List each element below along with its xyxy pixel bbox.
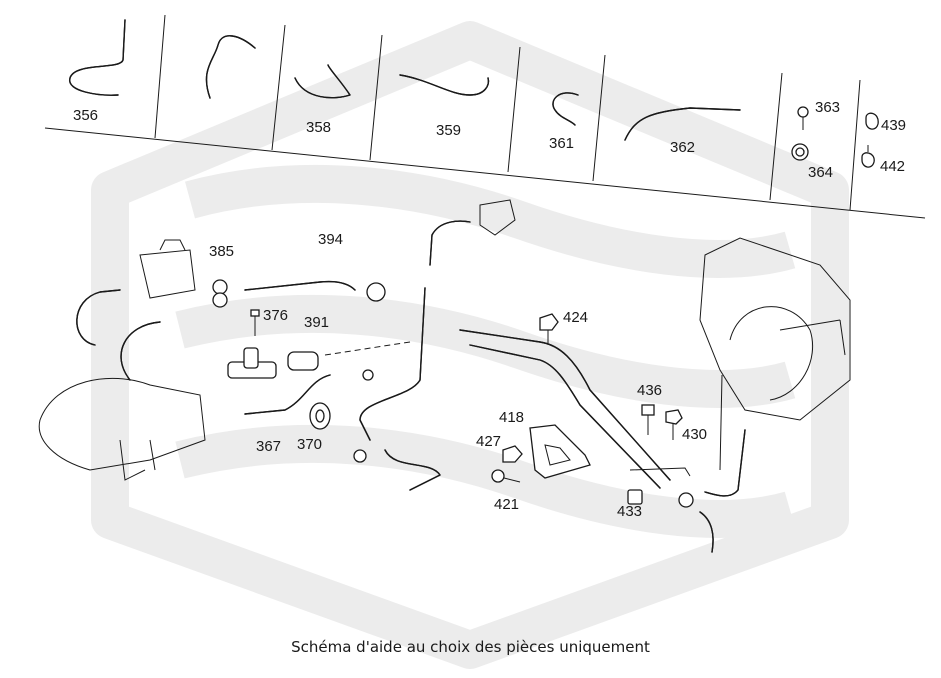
label-436: 436 [637,382,662,399]
label-356: 356 [73,107,98,124]
part-359-hose[interactable] [399,74,490,96]
diagram-caption: Schéma d'aide au choix des pièces unique… [291,638,650,656]
label-358: 358 [306,119,331,136]
label-394: 394 [318,231,343,248]
part-370-grommet[interactable] [309,402,331,430]
part-433-spacer[interactable] [627,489,643,505]
label-433: 433 [617,503,642,520]
label-363: 363 [815,99,840,116]
part-362-hose[interactable] [624,107,741,141]
top-panel-frame [44,14,926,219]
part-labels: 356 358 359 361 362 363 364 439 442 394 … [73,99,906,520]
right-hoses[interactable] [678,429,746,553]
part-424-bolt[interactable] [539,313,559,345]
part-358-hose[interactable] [294,64,351,99]
part-394-hose[interactable] [244,280,386,302]
part-364-clamp[interactable] [791,143,809,161]
part-421-bolt[interactable] [491,469,521,483]
label-361: 361 [549,135,574,152]
label-391: 391 [304,314,329,331]
label-362: 362 [670,139,695,156]
label-439: 439 [881,117,906,134]
label-442: 442 [880,158,905,175]
label-421: 421 [494,496,519,513]
label-370: 370 [297,436,322,453]
label-424: 424 [563,309,588,326]
engine-left-assembly [38,239,206,481]
label-427: 427 [476,433,501,450]
label-367: 367 [256,438,281,455]
part-430-bolt[interactable] [665,409,683,440]
label-364: 364 [808,164,833,181]
label-359: 359 [436,122,461,139]
watermark-logo [91,21,849,669]
label-385: 385 [209,243,234,260]
long-coolant-pipes[interactable] [459,329,691,489]
part-385-clamp[interactable] [212,279,228,308]
part-436-bolt[interactable] [641,404,655,435]
part-357-hose[interactable] [205,35,256,99]
label-418: 418 [499,409,524,426]
engine-right-block [699,237,851,471]
part-376-screw[interactable] [250,309,260,336]
part-427-nut[interactable] [502,445,523,463]
label-430: 430 [682,426,707,443]
part-439-clamp[interactable] [865,112,879,130]
part-367-hose[interactable] [244,374,331,415]
center-pipe-assembly[interactable] [353,199,516,491]
part-356-hose[interactable] [69,19,126,96]
label-376: 376 [263,307,288,324]
part-363-clip[interactable] [797,106,809,130]
part-391-tee[interactable] [227,341,411,379]
part-442-clamp[interactable] [861,145,875,168]
part-361-hose[interactable] [552,92,579,126]
part-418-bracket[interactable] [529,424,591,479]
